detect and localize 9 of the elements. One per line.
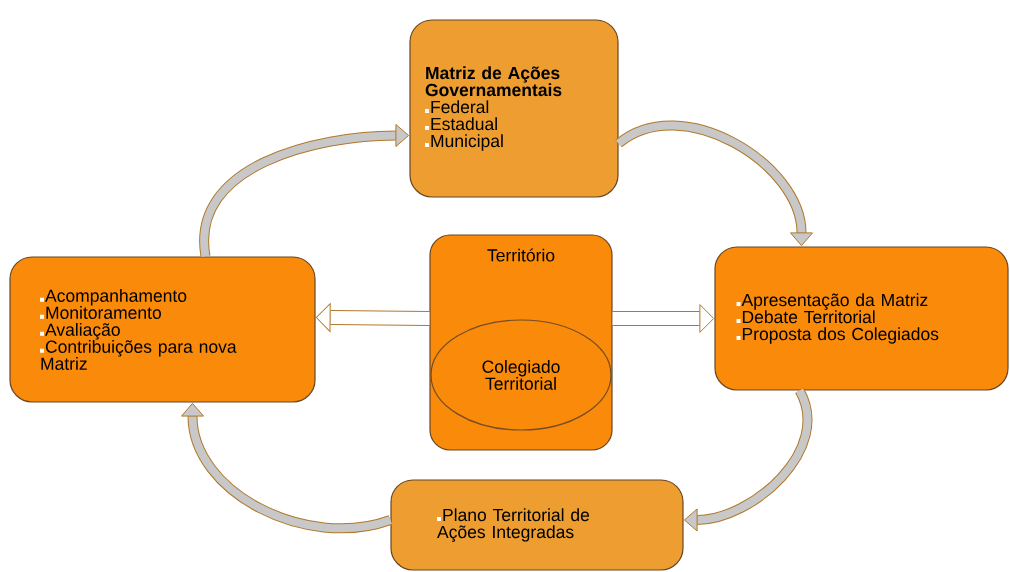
process-box: Plano Territorial de Ações Integradas [390, 479, 684, 571]
curved-arrow [181, 402, 392, 534]
process-box: Matriz de Ações Governamentais Federal Estadual Municipal [409, 19, 619, 198]
block-arrow [612, 304, 715, 333]
curved-arrow [615, 120, 813, 247]
curved-arrow [683, 388, 813, 532]
process-box: Apresentação da Matriz Debate Territorial Proposta dos Colegiados [714, 246, 1009, 391]
process-box: Acompanhamento Monitoramento Avaliação Contribuições para nova Matriz [9, 256, 316, 403]
block-arrow [315, 303, 430, 332]
